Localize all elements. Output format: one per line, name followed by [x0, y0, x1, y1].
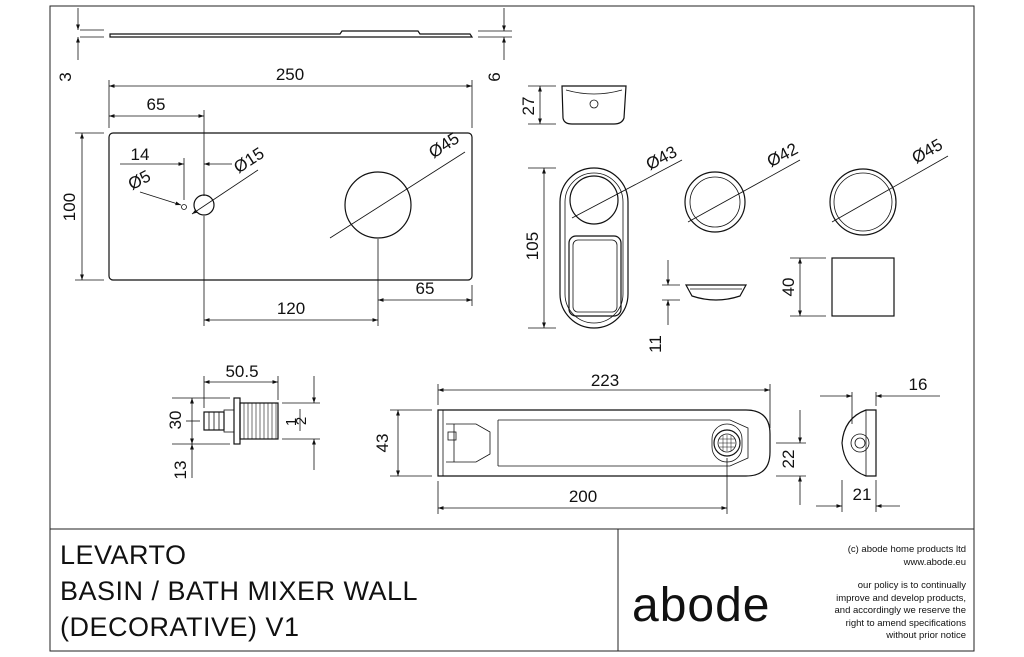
dim-plate-depth: 6: [485, 72, 504, 81]
policy-line: improve and develop products,: [836, 592, 966, 604]
dim-rose-dia: Ø42: [764, 139, 801, 171]
brand-logo: abode: [632, 579, 771, 632]
dim-lever-length: 105: [523, 232, 542, 260]
dim-hole-centres: 120: [277, 299, 305, 318]
dim-spout-reach: 200: [569, 487, 597, 506]
copyright-text: (c) abode home products ltd: [847, 544, 966, 555]
drawing-title-line2: BASIN / BATH MIXER WALL: [60, 576, 419, 606]
dim-hole-medium: Ø15: [230, 144, 267, 177]
dim-spout-offset: 65: [147, 95, 166, 114]
dim-cover-dia: Ø45: [909, 135, 946, 168]
policy-line: right to amend specifications: [845, 617, 966, 629]
dim-plate-height: 100: [60, 193, 79, 221]
dim-valve-height: 30: [166, 411, 185, 430]
cover-view: [790, 155, 949, 317]
policy-line: our policy is to continually: [857, 580, 966, 591]
dim-spout-height: 43: [373, 434, 392, 453]
dim-lever-height: 27: [519, 97, 538, 116]
drawing-title-line3: (DECORATIVE) V1: [60, 612, 300, 642]
website-text: www.abode.eu: [903, 557, 966, 568]
policy-text: our policy is to continually improve and…: [835, 580, 967, 643]
dim-cap-width: 21: [853, 485, 872, 504]
dim-spout-length: 223: [591, 371, 619, 390]
dim-right-margin: 65: [416, 279, 435, 298]
dim-plate-width: 250: [276, 65, 304, 84]
dim-aerator-height: 22: [779, 450, 798, 469]
dim-valve-length: 50.5: [225, 362, 258, 381]
dim-cover-size: 40: [779, 278, 798, 297]
plate-top-view: [76, 8, 512, 60]
dim-plate-thickness: 3: [56, 72, 75, 81]
dim-rose-depth: 11: [646, 335, 665, 353]
policy-line: and accordingly we reserve the: [834, 605, 967, 616]
dim-valve-offset: 13: [171, 461, 190, 480]
rose-view: [662, 159, 801, 325]
sheet-border: [49, 5, 975, 652]
dim-thread-num: 1: [283, 418, 300, 426]
valve-body-view: [172, 376, 320, 478]
dim-hole-small: Ø5: [125, 166, 154, 193]
dim-cap-depth: 16: [909, 375, 928, 394]
dim-hole-spacing: 14: [131, 145, 150, 164]
policy-line: without prior notice: [886, 630, 966, 641]
lever-front-view: [528, 159, 683, 329]
dim-thread-den: 2: [293, 417, 310, 425]
spout-view: [390, 384, 806, 514]
dim-lever-dia: Ø43: [643, 142, 680, 174]
plate-front-view: [75, 80, 473, 326]
lever-side-view: [528, 85, 627, 125]
end-cap-view: [816, 392, 940, 512]
drawing-title-line1: LEVARTO: [60, 540, 187, 570]
